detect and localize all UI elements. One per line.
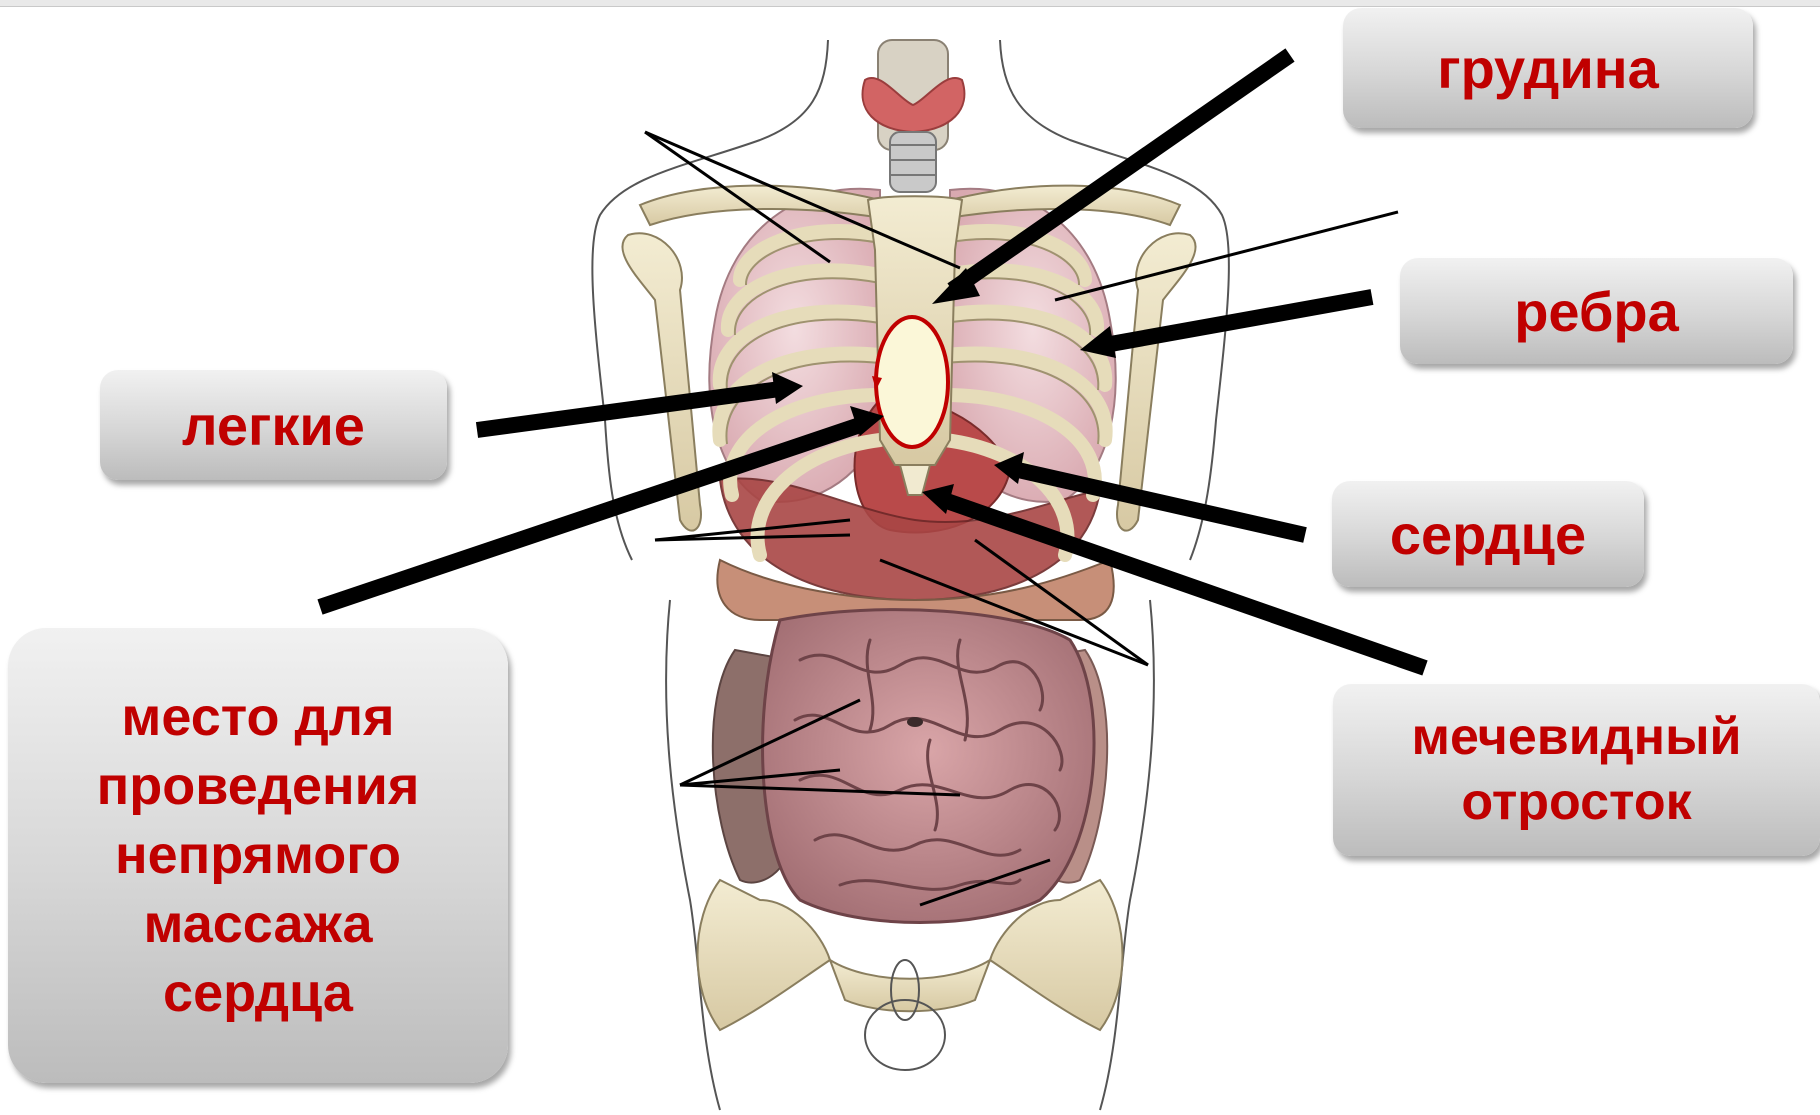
label-lungs: легкие [100, 370, 447, 480]
neck [863, 40, 965, 192]
label-cpr-site: место для проведения непрямого массажа с… [8, 628, 508, 1083]
label-lungs-text: легкие [182, 393, 365, 458]
label-heart: сердце [1332, 481, 1644, 587]
label-ribs-text: ребра [1514, 279, 1679, 344]
label-ribs: ребра [1400, 258, 1793, 364]
label-xiphoid-line-1: мечевидный [1412, 705, 1742, 770]
label-cpr-line-4: массажа [97, 890, 420, 959]
label-heart-text: сердце [1390, 502, 1586, 567]
arrow-sternum [952, 55, 1290, 290]
label-sternum: грудина [1343, 8, 1753, 128]
small-intestine [763, 610, 1094, 923]
label-xiphoid-line-2: отросток [1412, 770, 1742, 835]
label-cpr-line-5: сердца [97, 959, 420, 1028]
label-cpr-line-3: непрямого [97, 821, 420, 890]
label-xiphoid-process: мечевидный отросток [1333, 684, 1820, 856]
label-sternum-text: грудина [1437, 36, 1658, 101]
label-cpr-line-1: место для [97, 683, 420, 752]
label-cpr-line-2: проведения [97, 752, 420, 821]
